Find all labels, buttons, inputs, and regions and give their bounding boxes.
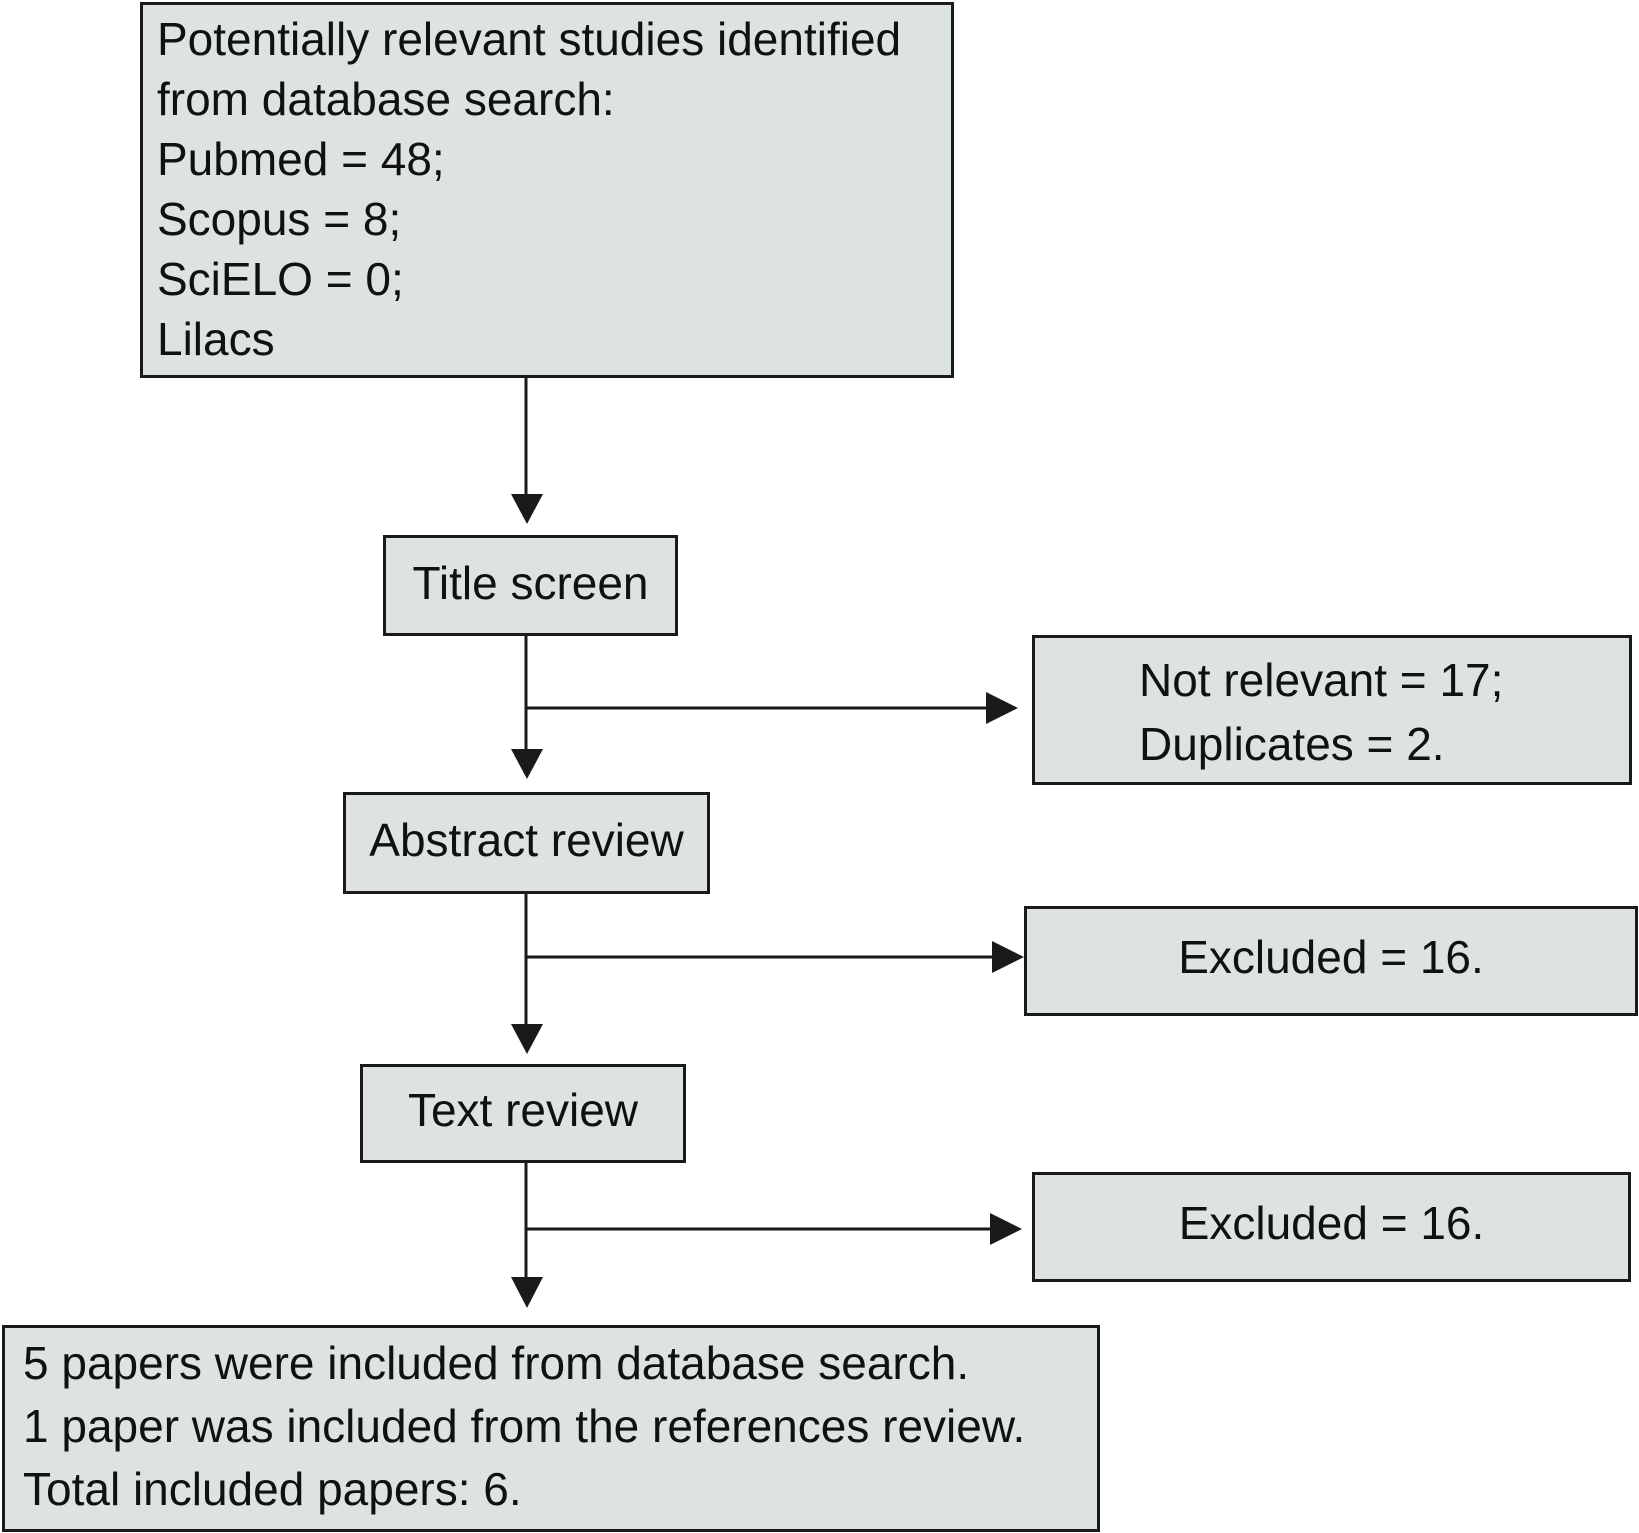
arrowhead-down-icon	[511, 749, 543, 779]
title-exclusion-box: Not relevant = 17; Duplicates = 2.	[1032, 635, 1632, 785]
text-review-label: Text review	[407, 1083, 639, 1136]
duplicates-count: Duplicates = 2.	[1139, 718, 1445, 770]
identification-box: Potentially relevant studies identified …	[140, 2, 954, 378]
arrowhead-right-icon	[986, 692, 1018, 724]
arrowhead-right-icon	[990, 1213, 1022, 1245]
lilacs-label: Lilacs	[157, 313, 275, 365]
pubmed-count: Pubmed = 48;	[157, 133, 445, 185]
scielo-count: SciELO = 0;	[157, 253, 404, 305]
abstract-excluded-count: Excluded = 16.	[1178, 931, 1484, 983]
text-excluded-count: Excluded = 16.	[1178, 1197, 1485, 1249]
title-screen-box: Title screen	[383, 535, 678, 636]
title-screen-label: Title screen	[412, 556, 649, 609]
identification-line: from database search:	[157, 73, 615, 125]
included-references-line: 1 paper was included from the references…	[23, 1400, 1026, 1452]
total-included-line: Total included papers: 6.	[23, 1463, 522, 1515]
arrowhead-down-icon	[511, 1024, 543, 1054]
arrowhead-down-icon	[511, 494, 543, 524]
text-review-box: Text review	[360, 1064, 686, 1163]
included-box: 5 papers were included from database sea…	[2, 1325, 1100, 1532]
abstract-review-box: Abstract review	[343, 792, 710, 894]
text-exclusion-box: Excluded = 16.	[1032, 1172, 1631, 1282]
arrowhead-down-icon	[511, 1277, 543, 1308]
abstract-review-label: Abstract review	[369, 814, 684, 866]
scopus-count: Scopus = 8;	[157, 193, 402, 245]
included-database-line: 5 papers were included from database sea…	[23, 1337, 970, 1389]
not-relevant-count: Not relevant = 17;	[1139, 654, 1504, 706]
abstract-exclusion-box: Excluded = 16.	[1024, 906, 1638, 1016]
arrowhead-right-icon	[992, 941, 1024, 973]
identification-line: Potentially relevant studies identified	[157, 13, 902, 65]
